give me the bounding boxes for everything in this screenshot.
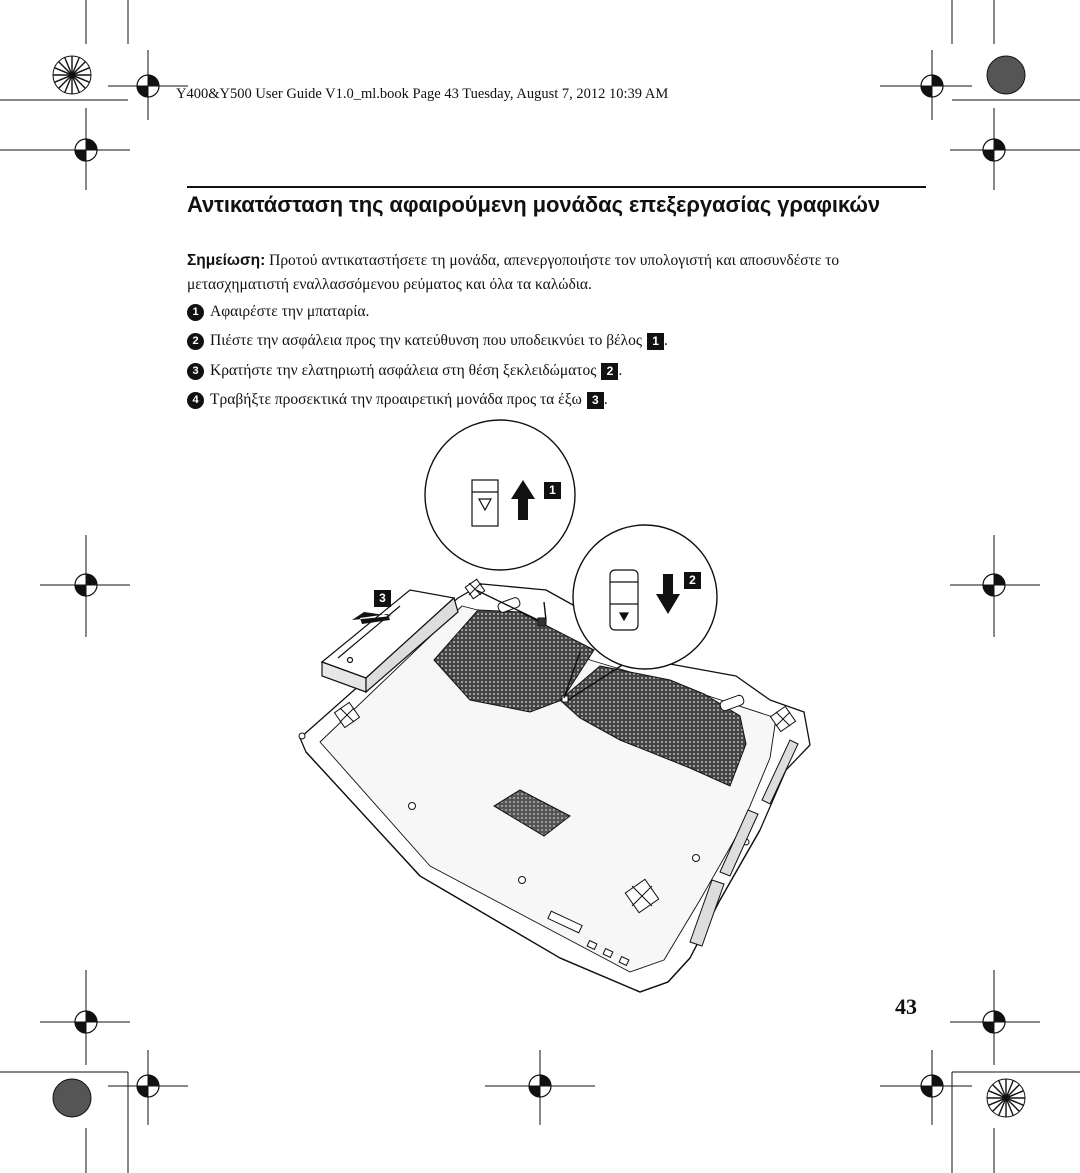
step-4: 4 Τραβήξτε προσεκτικά την προαιρετική μο… <box>187 391 608 409</box>
step-number: 3 <box>187 362 204 380</box>
step-text: Πιέστε την ασφάλεια προς την κατεύθυνση … <box>210 332 643 349</box>
solid-disc-mark-bottom-left <box>52 1078 92 1118</box>
magnifier-circle-spring-latch <box>572 524 718 670</box>
step-text: Αφαιρέστε την μπαταρία. <box>210 303 370 320</box>
speaker-grille <box>493 789 571 837</box>
vent-grille-right <box>559 665 747 787</box>
arrow-up-icon <box>511 480 535 520</box>
magnifier-circle-latch <box>424 419 576 571</box>
page-title: Αντικατάσταση της αφαιρούμενη μονάδας επ… <box>187 192 880 217</box>
optical-drive <box>320 589 459 694</box>
arrow-down-icon <box>656 574 680 614</box>
step-text: Κρατήστε την ελατηριωτή ασφάλεια στη θέσ… <box>210 362 597 379</box>
vent-grille-left <box>433 609 595 713</box>
page-number: 43 <box>895 994 917 1019</box>
solid-disc-mark-top-right <box>986 55 1026 95</box>
starburst-mark-bottom-right <box>986 1078 1026 1118</box>
callout-badge-2: 2 <box>684 571 701 589</box>
arrow-left-icon <box>352 612 392 624</box>
title-rule <box>187 186 926 188</box>
note-label: Σημείωση: <box>187 252 266 269</box>
callout-badge-label: 3 <box>374 590 391 607</box>
callout-badge: 1 <box>647 332 665 350</box>
note-paragraph: Σημείωση: Προτού αντικαταστήσετε τη μονά… <box>187 249 907 297</box>
spring-latch-icon <box>609 569 639 631</box>
starburst-mark-top-left <box>52 55 92 95</box>
step-number: 2 <box>187 332 204 350</box>
step-text: Τραβήξτε προσεκτικά την προαιρετική μονά… <box>210 391 582 408</box>
step-trail: . <box>618 362 623 379</box>
callout-badge-label: 1 <box>544 482 561 499</box>
step-1: 1 Αφαιρέστε την μπαταρία. <box>187 303 369 321</box>
callout-badge-3: 3 <box>374 589 391 607</box>
print-header: Y400&Y500 User Guide V1.0_ml.book Page 4… <box>176 86 669 102</box>
callout-badge: 2 <box>601 362 619 380</box>
step-3: 3 Κρατήστε την ελατηριωτή ασφάλεια στη θ… <box>187 362 622 380</box>
callout-badge-1: 1 <box>544 481 561 499</box>
latch-icon <box>471 479 499 527</box>
note-text: Προτού αντικαταστήσετε τη μονάδα, απενερ… <box>187 252 840 293</box>
step-number: 1 <box>187 303 204 321</box>
step-number: 4 <box>187 391 204 409</box>
step-trail: . <box>664 332 668 349</box>
step-2: 2 Πιέστε την ασφάλεια προς την κατεύθυνσ… <box>187 332 668 350</box>
callout-badge-label: 2 <box>684 572 701 589</box>
callout-badge: 3 <box>586 391 604 409</box>
step-trail: . <box>603 391 608 408</box>
